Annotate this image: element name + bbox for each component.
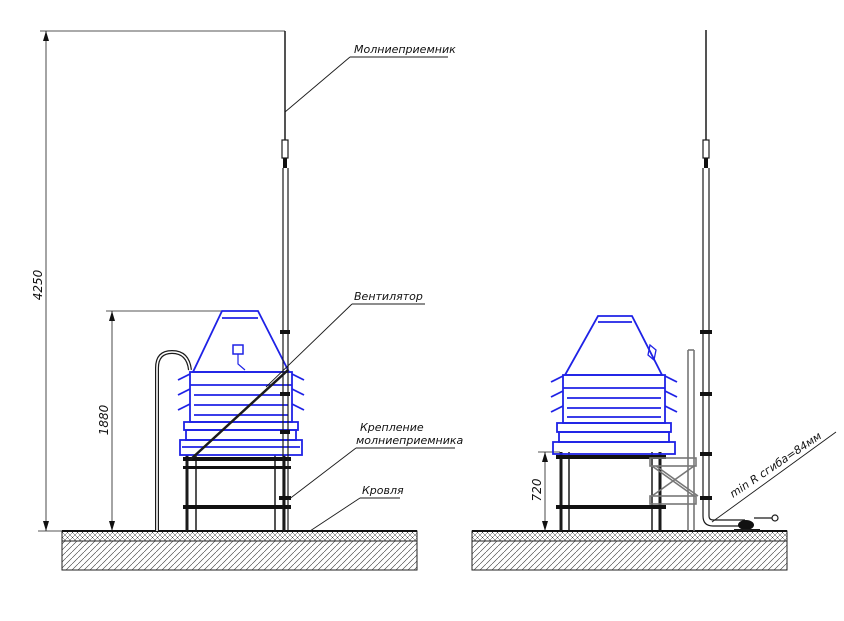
fan-support-frame-right (556, 452, 666, 531)
callout-roof: Кровля (309, 484, 404, 532)
fan-support-frame-left (183, 455, 291, 531)
cable-pipe-left (155, 349, 192, 531)
label-mount-line1: Крепление (360, 421, 424, 434)
callout-bend-radius: min R сгиба=84мм (711, 429, 837, 523)
dimension-total-height-value: 4250 (31, 269, 45, 300)
label-lightning-rod: Молниеприемник (354, 43, 456, 56)
label-bend-radius: min R сгиба=84мм (727, 429, 824, 500)
lightning-rod-right (700, 30, 745, 527)
label-fan: Вентилятор (354, 290, 423, 303)
dimension-support-height-value: 720 (530, 478, 544, 501)
roof-conductor-holder (734, 514, 779, 531)
lightning-rod-left (279, 31, 291, 531)
rod-mount-bracket-right (649, 349, 699, 531)
label-roof: Кровля (362, 484, 404, 497)
dimension-support-height: 720 (530, 451, 560, 531)
fan-unit-left (177, 310, 305, 456)
roof-slab-left (61, 530, 418, 571)
label-mount-line2: молниеприемника (356, 434, 464, 447)
right-view: 720 (471, 30, 837, 571)
callout-fan: Вентилятор (265, 290, 425, 388)
callout-rod-mount: Крепление молниеприемника (287, 421, 464, 501)
dimension-total-height: 4250 (31, 30, 285, 532)
callout-lightning-rod: Молниеприемник (284, 43, 456, 113)
dimension-fan-height: 1880 (97, 310, 225, 531)
diagonal-brace-left (189, 369, 289, 461)
roof-slab-right (471, 530, 788, 571)
left-view: 4250 1880 (31, 30, 464, 571)
fan-unit-right (550, 315, 678, 455)
dimension-fan-height-value: 1880 (97, 404, 111, 435)
